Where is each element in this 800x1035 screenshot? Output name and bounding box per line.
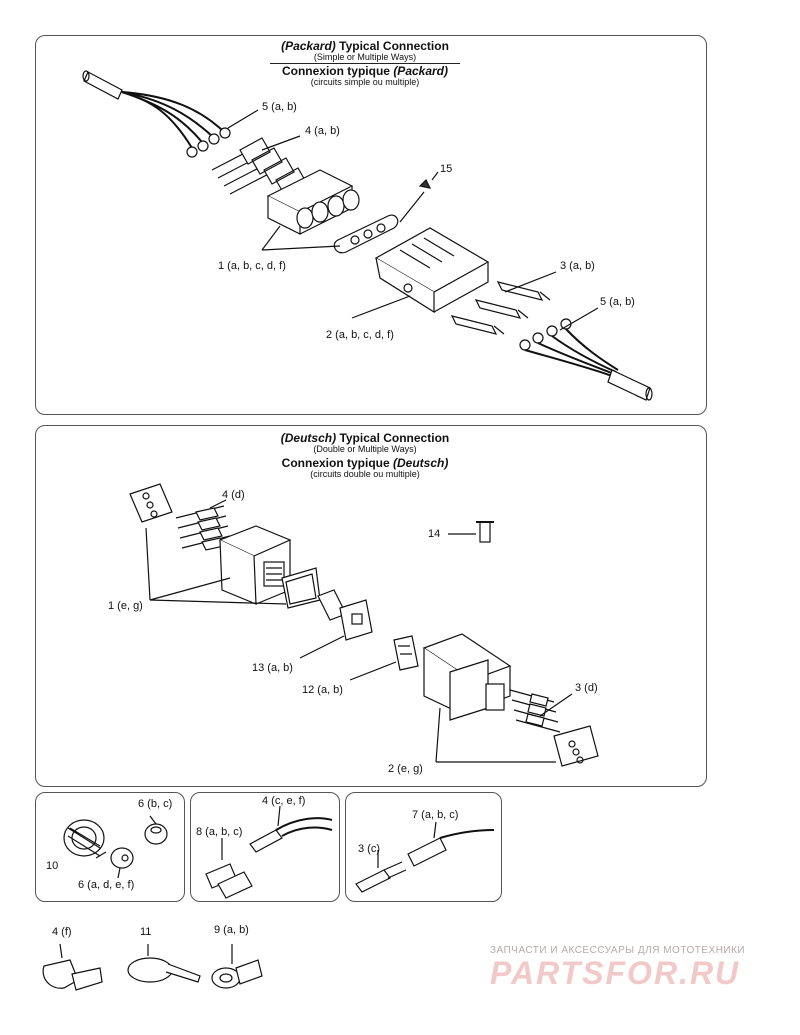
- deutsch-terminals-left: [175, 505, 231, 551]
- splice-terminal-4cef: [249, 817, 333, 853]
- callout-3d: 3 (d): [575, 682, 598, 694]
- callout-4ab: 4 (a, b): [305, 125, 340, 137]
- grommet-10: [63, 819, 105, 857]
- deutsch-connector-2: [422, 633, 512, 721]
- ring-terminal-4f: [42, 943, 103, 991]
- callout-3c: 3 (c): [358, 843, 380, 855]
- callout-11: 11: [140, 926, 152, 938]
- callout-3ab: 3 (a, b): [560, 260, 595, 272]
- packard-subtitle: (Simple or Multiple Ways): [313, 51, 417, 62]
- deutsch-end-seal-left: [129, 483, 173, 523]
- callout-7abc: 7 (a, b, c): [412, 809, 459, 821]
- watermark-tagline: ЗАПЧАСТИ И АКСЕССУАРЫ ДЛЯ МОТОТЕХНИКИ: [490, 945, 746, 956]
- packard-terminals-upper: [211, 137, 307, 195]
- grommet-6adef: [110, 847, 134, 869]
- watermark-logo: PARTSFOR.RU: [490, 955, 741, 991]
- callout-1eg: 1 (e, g): [108, 600, 143, 612]
- deutsch-title: Typical Connection: [339, 431, 450, 445]
- packard-title-fr: Connexion typique: [281, 64, 390, 79]
- deutsch-wedge-lock-12: [393, 635, 419, 671]
- callout-5ab-upper: 5 (a, b): [262, 101, 297, 113]
- packard-title-block: (Packard) Typical Connection (Simple or …: [215, 40, 515, 87]
- callout-4f: 4 (f): [52, 926, 72, 938]
- deutsch-title-block: (Deutsch) Typical Connection (Double or …: [215, 432, 515, 479]
- small-panel-bullet: [345, 792, 502, 902]
- packard-seal: [333, 214, 399, 254]
- deutsch-wedge-lock: [317, 589, 373, 641]
- callout-6bc: 6 (b, c): [138, 798, 173, 810]
- small-panel-splices: [190, 792, 340, 902]
- deutsch-title-fr: Connexion typique: [281, 456, 390, 471]
- packard-connector-1: [266, 169, 360, 235]
- packard-title-rule: [270, 63, 460, 65]
- callout-12ab: 12 (a, b): [302, 684, 343, 696]
- packard-brand-fr: (Packard): [393, 64, 449, 79]
- deutsch-subtitle-fr: (circuits double ou multiple): [310, 468, 420, 479]
- deutsch-terminals-right: [509, 689, 561, 733]
- deutsch-subtitle: (Double or Multiple Ways): [313, 443, 417, 454]
- callout-14: 14: [428, 528, 441, 540]
- packard-terminals-lower: [450, 281, 551, 335]
- deutsch-brand: (Deutsch): [280, 431, 337, 445]
- splice-tube-8: [205, 863, 253, 899]
- callout-10: 10: [46, 860, 59, 872]
- bullet-connector-7: [407, 829, 495, 867]
- callout-6adef: 6 (a, d, e, f): [78, 879, 135, 891]
- callout-2eg: 2 (e, g): [388, 763, 423, 775]
- callout-4d: 4 (d): [222, 489, 245, 501]
- packard-subtitle-fr: (circuits simple ou multiple): [310, 76, 420, 87]
- packard-harness-right: [519, 318, 653, 401]
- packard-panel: [35, 35, 707, 415]
- callout-4cef: 4 (c, e, f): [262, 795, 306, 807]
- callout-2abcdf: 2 (a, b, c, d, f): [326, 329, 394, 341]
- cable-tie-11: [127, 944, 201, 983]
- callout-9ab: 9 (a, b): [214, 924, 249, 936]
- deutsch-pin-14: [476, 521, 494, 543]
- callout-8abc: 8 (a, b, c): [196, 826, 243, 838]
- deutsch-brand-fr: (Deutsch): [393, 456, 449, 471]
- bullet-terminal-3c: [355, 861, 407, 893]
- packard-brand: (Packard): [281, 39, 336, 53]
- packard-plug-15: [418, 178, 432, 189]
- small-panel-grommets: [35, 792, 185, 902]
- deutsch-end-seal-right: [553, 725, 599, 767]
- callout-15: 15: [440, 163, 453, 175]
- deutsch-panel: [35, 425, 707, 787]
- grommet-6bc: [144, 823, 168, 845]
- packard-title: Typical Connection: [339, 39, 449, 53]
- packard-harness-left: [82, 70, 231, 158]
- callout-5ab-lower: 5 (a, b): [600, 296, 635, 308]
- ring-terminal-9: [211, 944, 263, 989]
- callout-13ab: 13 (a, b): [252, 662, 293, 674]
- callout-1abcdf: 1 (a, b, c, d, f): [218, 260, 286, 272]
- packard-connector-2: [374, 227, 490, 314]
- deutsch-connector-1: [218, 525, 292, 605]
